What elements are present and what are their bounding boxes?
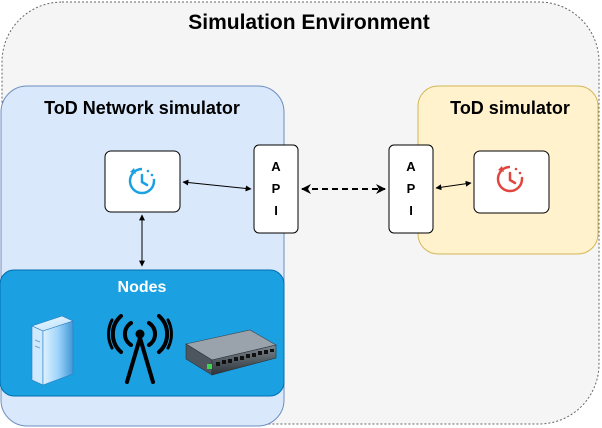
api-letter: I	[274, 203, 278, 218]
network-switch-icon	[185, 329, 277, 376]
api-to-tod-clock-connector	[435, 180, 472, 191]
api-box-right: A P I	[388, 144, 434, 234]
server-icon	[31, 315, 74, 386]
environment-title: Simulation Environment	[188, 11, 430, 34]
api-letter: I	[409, 203, 413, 218]
api-box-left: A P I	[253, 144, 299, 234]
network-clock-module	[104, 150, 181, 213]
api-letter: A	[406, 159, 416, 174]
api-letter: P	[407, 181, 416, 196]
nodes-label: Nodes	[118, 279, 167, 296]
tod-simulator-title: ToD simulator	[450, 98, 570, 118]
antenna-icon	[107, 314, 173, 384]
api-letter: A	[271, 159, 281, 174]
api-letter: P	[272, 181, 281, 196]
clock-refresh-icon	[496, 165, 524, 193]
clock-to-api-connector	[182, 179, 252, 192]
network-simulator-title: ToD Network simulator	[44, 98, 240, 118]
tod-clock-module	[473, 150, 550, 214]
clock-refresh-icon	[128, 167, 156, 195]
